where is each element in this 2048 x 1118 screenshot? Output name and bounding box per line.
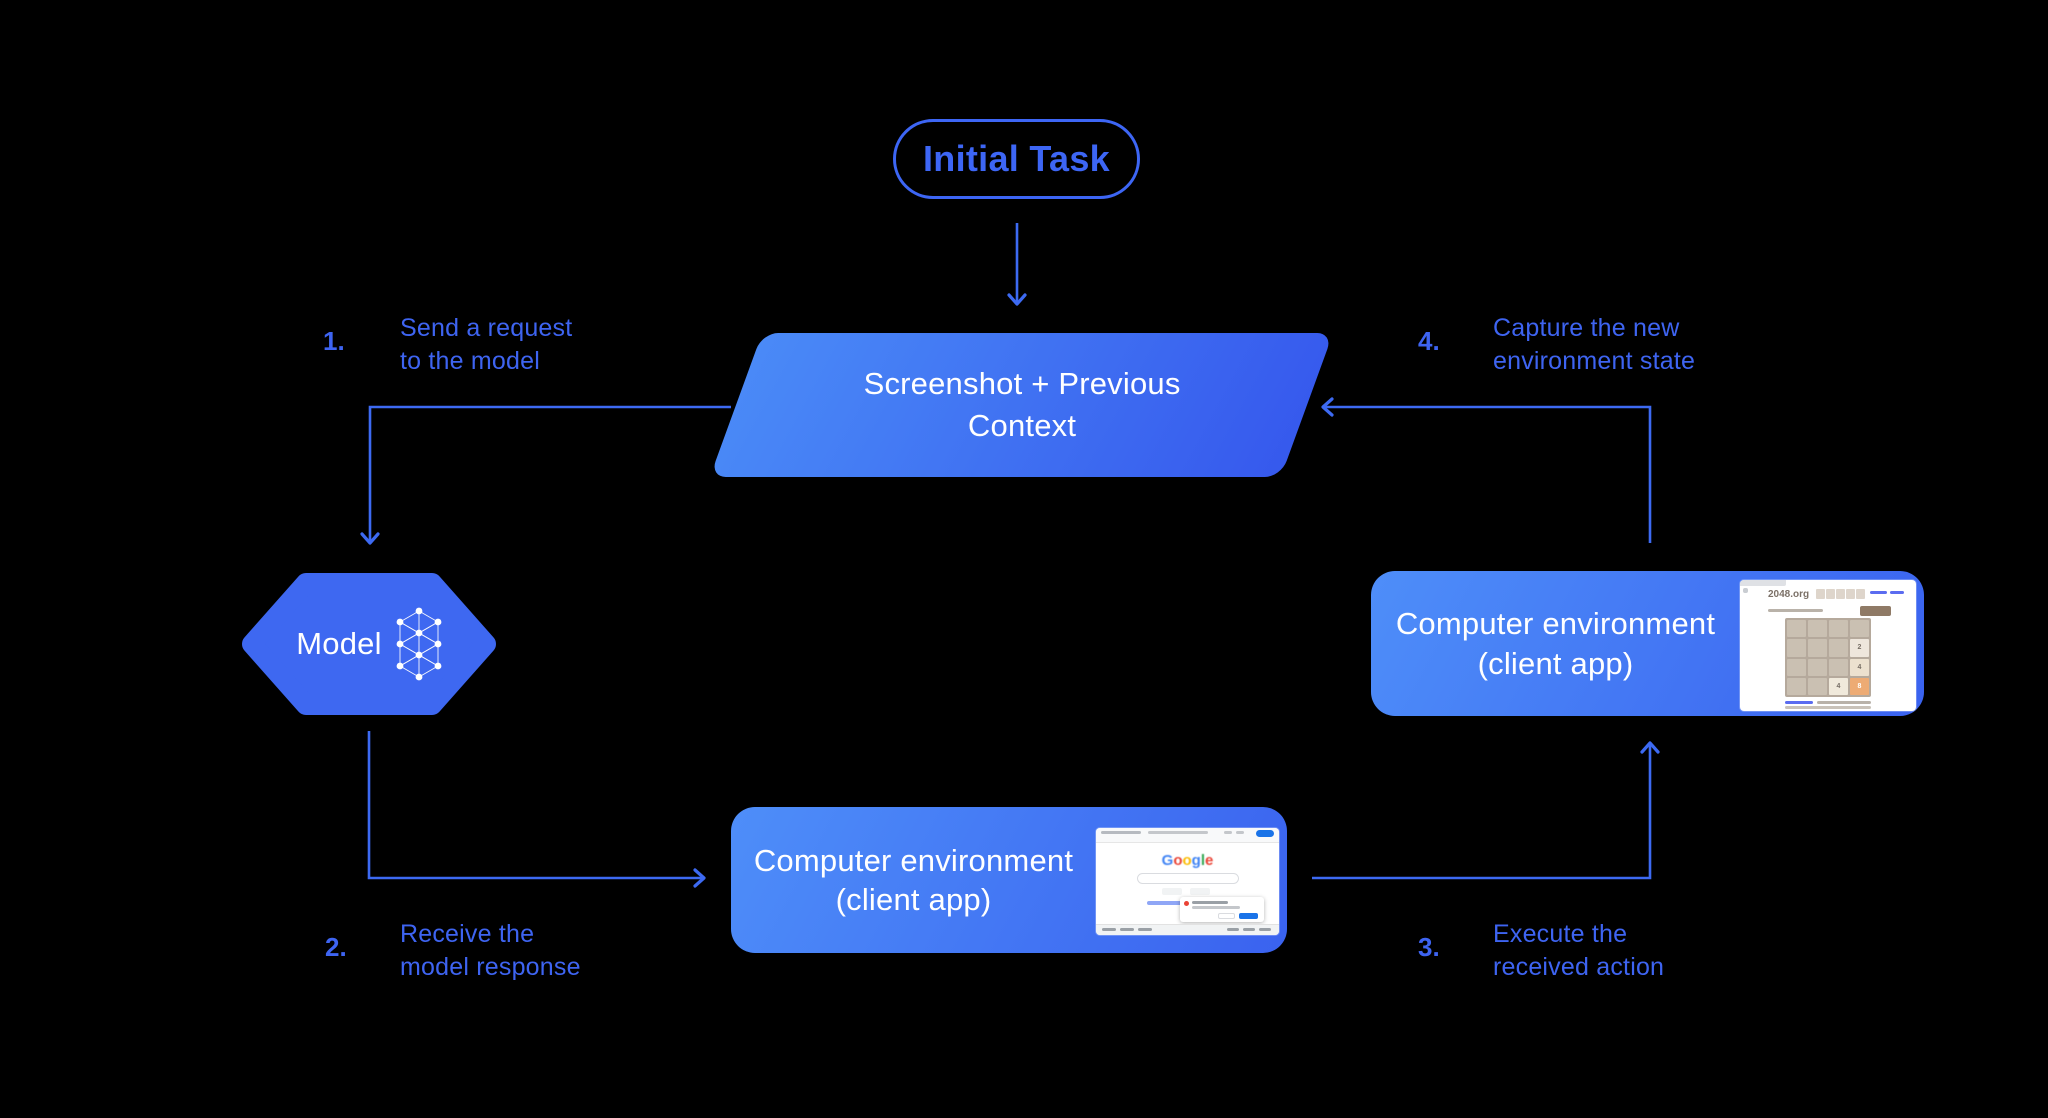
env-bottom-node: Computer environment (client app) Google	[731, 807, 1287, 953]
arrow-context-to-model	[360, 405, 731, 545]
board-cell	[1787, 658, 1806, 676]
env-right-node: Computer environment (client app) 2048.o…	[1371, 571, 1924, 716]
site-title: 2048.org	[1768, 589, 1810, 600]
dialog-text-hint	[1192, 906, 1240, 909]
env-bottom-label-line1: Computer environment	[753, 842, 1074, 878]
footer-link-hint	[1785, 701, 1813, 704]
browser-tab-hint	[1740, 580, 1786, 586]
initial-task-node: Initial Task	[893, 119, 1140, 199]
tile-4: 4	[1829, 677, 1848, 695]
arrow-env-to-env	[1312, 741, 1660, 880]
score-box	[1816, 589, 1825, 599]
tile-8: 8	[1850, 677, 1869, 695]
board-cell	[1808, 620, 1827, 638]
footer-text-hint	[1817, 701, 1871, 704]
screenshot-context-node: Screenshot + Previous Context	[709, 333, 1334, 477]
dialog-icon-hint	[1184, 901, 1189, 906]
step-4-text: Capture the new environment state	[1493, 312, 1695, 378]
footer-link-hint	[1102, 928, 1116, 931]
board-cell	[1787, 639, 1806, 657]
step-3-line1: Execute the	[1493, 920, 1628, 948]
screenshot-context-label: Screenshot + Previous Context	[863, 366, 1180, 443]
board-cell	[1808, 677, 1827, 695]
footer-link-hint	[1120, 928, 1134, 931]
score-box	[1836, 589, 1845, 599]
chrome-icon-hint	[1236, 831, 1244, 834]
logo-letter: e	[1205, 852, 1214, 869]
tile-2: 2	[1850, 639, 1869, 657]
logo-letter: o	[1182, 852, 1192, 869]
board-cell	[1850, 620, 1869, 638]
2048-game-thumbnail: 2048.org 2 4	[1740, 580, 1916, 711]
header-link-hint	[1890, 591, 1904, 594]
profile-pill-hint	[1256, 830, 1274, 837]
board-cell	[1787, 620, 1806, 638]
google-homepage-thumbnail: Google	[1096, 828, 1279, 935]
env-right-label-line1: Computer environment	[1395, 606, 1716, 642]
step-4-line1: Capture the new	[1493, 314, 1680, 342]
score-box	[1856, 589, 1865, 599]
chrome-icon-hint	[1224, 831, 1232, 834]
step-4-number: 4.	[1418, 326, 1440, 356]
search-button-hint	[1162, 888, 1182, 895]
dialog-secondary-button-hint	[1218, 913, 1235, 919]
browser-icon-hint	[1743, 588, 1748, 593]
model-label: Model	[296, 626, 382, 661]
step-2-number: 2.	[325, 932, 347, 962]
logo-letter: G	[1161, 852, 1174, 869]
board-cell	[1829, 658, 1848, 676]
tile-4: 4	[1850, 658, 1869, 676]
footer-link-hint	[1259, 928, 1271, 931]
browser-chrome	[1096, 828, 1279, 843]
url-bar-hint	[1148, 831, 1208, 834]
model-node: Model	[240, 571, 498, 717]
cookie-dialog-hint	[1180, 897, 1264, 922]
lucky-button-hint	[1190, 888, 1210, 895]
board-cell	[1808, 658, 1827, 676]
instructions-text-hint	[1768, 609, 1823, 612]
env-right-label-line2: (client app)	[1477, 645, 1634, 681]
dialog-primary-button-hint	[1239, 913, 1258, 919]
logo-letter: l	[1200, 852, 1205, 869]
neural-network-icon	[396, 607, 442, 681]
step-3-line2: received action	[1493, 953, 1665, 981]
footer-link-hint	[1243, 928, 1255, 931]
board-cell	[1829, 639, 1848, 657]
dialog-text-hint	[1192, 901, 1228, 904]
board-cell	[1829, 620, 1848, 638]
footer-text-hint	[1785, 706, 1871, 709]
google-logo: Google	[1096, 852, 1279, 869]
hexagon-shape	[242, 573, 496, 715]
initial-task-label: Initial Task	[923, 138, 1110, 179]
2048-board: 2 4 4 8	[1785, 618, 1871, 697]
step-2-text: Receive the model response	[400, 918, 581, 984]
arrow-env-to-context	[1321, 397, 1652, 543]
step-2-line2: model response	[400, 953, 581, 981]
search-bar-hint	[1137, 873, 1239, 884]
arrow-model-to-env	[367, 731, 706, 888]
logo-letter: o	[1173, 852, 1183, 869]
env-bottom-label-line2: (client app)	[835, 882, 992, 917]
footer-bar	[1096, 924, 1279, 935]
step-1-line1: Send a request	[400, 314, 573, 342]
board-cell	[1787, 677, 1806, 695]
logo-letter: g	[1191, 852, 1201, 869]
footer-link-hint	[1138, 928, 1152, 931]
score-box	[1846, 589, 1855, 599]
footer-link-hint	[1227, 928, 1239, 931]
step-3-text: Execute the received action	[1493, 918, 1664, 984]
step-3-number: 3.	[1418, 932, 1440, 962]
header-link-hint	[1870, 591, 1887, 594]
board-cell	[1808, 639, 1827, 657]
step-4-line2: environment state	[1493, 347, 1696, 375]
step-1-number: 1.	[323, 326, 345, 356]
score-box	[1826, 589, 1835, 599]
new-game-button-hint	[1860, 606, 1891, 616]
tab-title-hint	[1101, 831, 1141, 834]
step-1-line2: to the model	[400, 347, 540, 375]
step-1-text: Send a request to the model	[400, 312, 572, 378]
step-2-line1: Receive the	[400, 920, 535, 948]
